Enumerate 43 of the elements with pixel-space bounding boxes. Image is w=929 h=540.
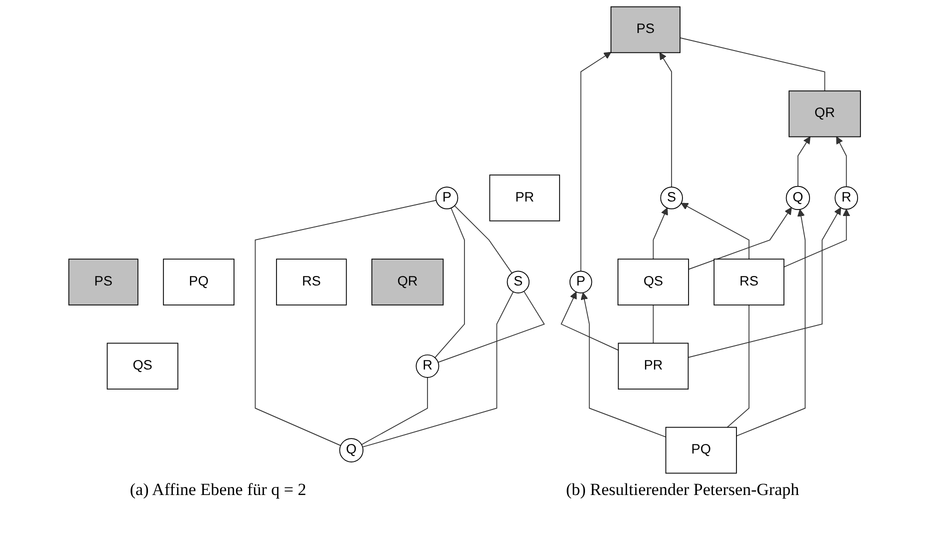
node-box: QR: [371, 258, 444, 306]
arrow: [797, 136, 810, 187]
node-box: RS: [276, 258, 347, 306]
node-box: PQ: [665, 426, 737, 474]
connector: [434, 208, 465, 358]
arrow: [688, 207, 841, 358]
connector: [361, 377, 428, 446]
node-circle: S: [660, 186, 683, 210]
arrow: [783, 208, 850, 268]
node-circle: P: [569, 270, 592, 294]
arrow: [680, 202, 750, 260]
arrow: [688, 207, 792, 270]
node-box: PS: [610, 6, 680, 54]
arrow: [659, 52, 672, 188]
node-box: PR: [489, 174, 560, 222]
caption: (b) Resultierender Petersen-Graph: [566, 480, 800, 500]
node-box: PQ: [162, 258, 234, 306]
arrow: [560, 292, 619, 351]
connector: [438, 290, 545, 363]
arrow: [836, 136, 847, 188]
node-box: PR: [618, 342, 688, 390]
node-box: QR: [788, 90, 861, 138]
arrow: [652, 208, 668, 260]
arrow: [736, 209, 806, 436]
node-box: RS: [714, 258, 784, 306]
arrow: [580, 52, 612, 272]
connector: [726, 304, 750, 428]
connector: [254, 200, 436, 446]
node-box: QS: [617, 258, 689, 306]
node-circle: S: [506, 270, 530, 294]
caption: (a) Affine Ebene für q = 2: [130, 480, 306, 500]
connector: [652, 304, 654, 344]
node-circle: Q: [786, 186, 810, 210]
node-box: QS: [106, 342, 178, 390]
connector: [680, 37, 826, 92]
node-circle: R: [834, 186, 858, 210]
node-circle: Q: [339, 438, 364, 462]
connector: [454, 205, 512, 274]
arrow: [580, 292, 666, 438]
connector: [362, 291, 514, 448]
node-box: PS: [68, 258, 138, 306]
node-circle: P: [435, 186, 458, 210]
node-circle: R: [416, 354, 440, 378]
